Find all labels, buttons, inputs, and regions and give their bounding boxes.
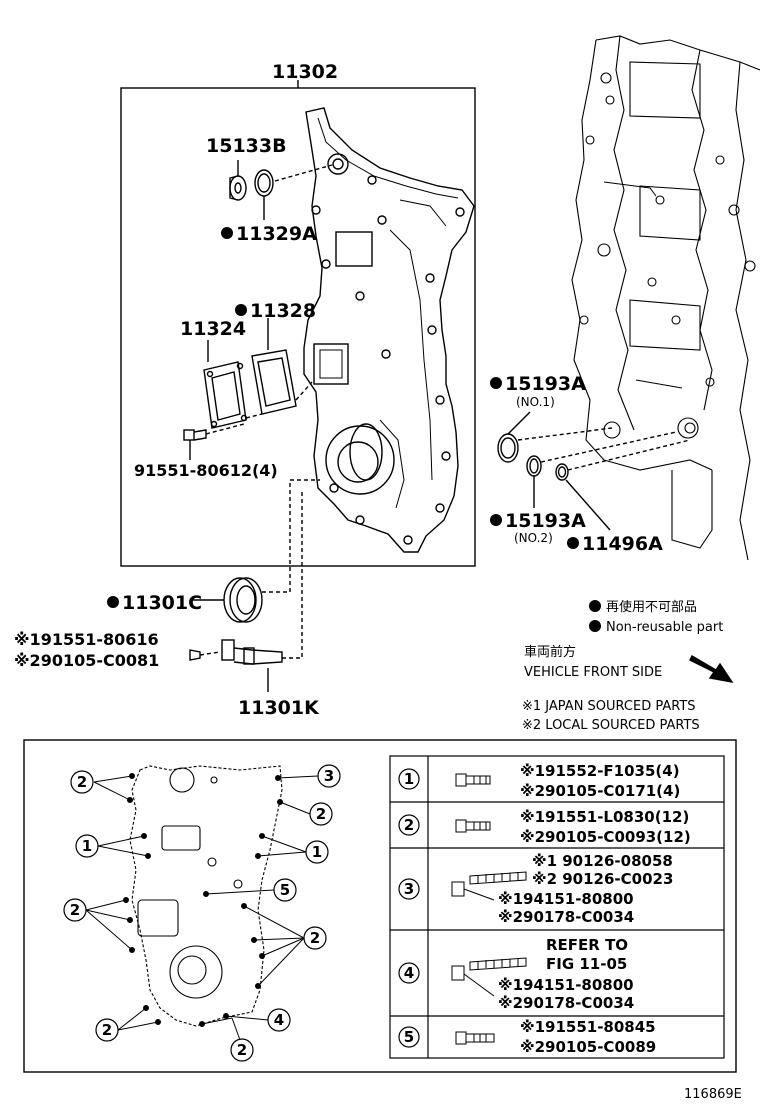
bolt-icon: [455, 1031, 495, 1045]
part-label-15193a-no1: 15193A: [505, 373, 586, 395]
callout-label: 2: [310, 929, 320, 947]
non-reusable-dot-15193a-no1: [490, 377, 502, 389]
table-part-number: ※1 90126-08058: [532, 852, 673, 870]
table-part-number: ※191552-F1035(4): [520, 762, 680, 780]
callout-label: 5: [280, 881, 290, 899]
table-row-numbers: [398, 768, 420, 1048]
part-label-sensor-bolt-local: ※290105-C0081: [14, 651, 159, 670]
oring-11496a-drawing: [555, 463, 569, 481]
table-part-number: ※2 90126-C0023: [532, 870, 673, 888]
non-reusable-dot-11329a: [221, 227, 233, 239]
bolt-table: [389, 755, 725, 1059]
bolt-icon: [455, 819, 491, 833]
nut-icon: [451, 881, 495, 901]
timing-cover-drawing: [303, 107, 475, 553]
table-part-number: ※290178-C0034: [498, 908, 634, 926]
part-label-15193a-no2: 15193A: [505, 510, 586, 532]
callout-label: 2: [77, 773, 87, 791]
part-label-11301c: 11301C: [122, 592, 202, 614]
non-reusable-dot-11301c: [107, 596, 119, 608]
bolt-91551-80612-drawing: [183, 429, 207, 441]
engine-block-drawing: [571, 35, 760, 561]
table-row-number: 1: [404, 770, 414, 788]
oring-15193a-no1-drawing: [497, 433, 519, 463]
bolt-location-frame: [23, 739, 737, 1073]
bolt-holes: [85, 773, 319, 1031]
table-reference: FIG 11-05: [546, 955, 627, 973]
table-part-number: ※194151-80800: [498, 890, 634, 908]
table-part-number: ※290105-C0093(12): [520, 828, 691, 846]
oil-seal-11301c-drawing: [223, 577, 263, 623]
part-label-sensor-bolt-jp: ※191551-80616: [14, 630, 159, 649]
table-row-number: 5: [404, 1028, 414, 1046]
table-part-number: ※194151-80800: [498, 976, 634, 994]
plug-15133b-drawing: [229, 175, 247, 201]
callout-label: 2: [70, 901, 80, 919]
upper-section: [120, 35, 760, 692]
callout-label: 2: [102, 1021, 112, 1039]
stud-bolt-icon: [469, 957, 527, 971]
callouts: [63, 764, 341, 1062]
cover-front-view: [129, 765, 283, 1027]
part-label-11324: 11324: [180, 318, 246, 340]
part-label-11496a: 11496A: [582, 533, 663, 555]
vehicle-front-jp: 車両前方: [524, 644, 576, 660]
figure-id: 116869E: [684, 1087, 742, 1102]
bolt-icons: [451, 773, 527, 1045]
cover-11324-drawing: [203, 361, 248, 429]
table-part-number: ※290105-C0171(4): [520, 782, 680, 800]
table-part-number: ※191551-80845: [520, 1018, 656, 1036]
part-label-15133b: 15133B: [206, 135, 287, 157]
gasket-11328-drawing: [251, 349, 297, 415]
bolt-icon: [455, 773, 491, 787]
sensor-11301k-drawing: [189, 639, 283, 665]
oring-15193a-no2-drawing: [526, 455, 542, 477]
callout-label: 4: [274, 1011, 284, 1029]
note-local-sourced: ※2 LOCAL SOURCED PARTS: [522, 718, 700, 733]
legend-non-reusable-jp: 再使用不可部品: [606, 599, 697, 615]
oring-11329a-drawing: [254, 169, 274, 197]
legend-non-reusable-en: Non-reusable part: [606, 620, 723, 635]
part-label-11301k: 11301K: [238, 697, 320, 719]
table-row-number: 2: [404, 816, 414, 834]
label-no1: (NO.1): [516, 395, 555, 409]
part-label-91551-80612: 91551-80612(4): [134, 461, 278, 480]
table-reference: REFER TO: [546, 936, 628, 954]
part-label-11328: 11328: [250, 300, 316, 322]
legend-dot-2: [589, 620, 601, 632]
part-label-11302: 11302: [272, 61, 338, 83]
legend-dot: [589, 600, 601, 612]
table-part-number: ※191551-L0830(12): [520, 808, 689, 826]
note-japan-sourced: ※1 JAPAN SOURCED PARTS: [522, 699, 696, 714]
callout-label: 1: [82, 837, 92, 855]
callout-label: 2: [316, 805, 326, 823]
non-reusable-dot-11328: [235, 304, 247, 316]
non-reusable-dot-11496a: [567, 537, 579, 549]
part-label-11329a: 11329A: [236, 223, 317, 245]
nut-icon: [451, 965, 495, 997]
table-part-number: ※290178-C0034: [498, 994, 634, 1012]
label-no2: (NO.2): [514, 531, 553, 545]
callout-label: 1: [312, 843, 322, 861]
vehicle-front-arrow: [689, 655, 734, 683]
non-reusable-dot-15193a-no2: [490, 514, 502, 526]
stud-bolt-icon: [469, 871, 527, 885]
callout-label: 2: [237, 1041, 247, 1059]
callout-label: 3: [324, 767, 334, 785]
table-row-number: 4: [404, 964, 414, 982]
table-row-number: 3: [404, 880, 414, 898]
table-part-number: ※290105-C0089: [520, 1038, 656, 1056]
vehicle-front-en: VEHICLE FRONT SIDE: [524, 665, 662, 680]
